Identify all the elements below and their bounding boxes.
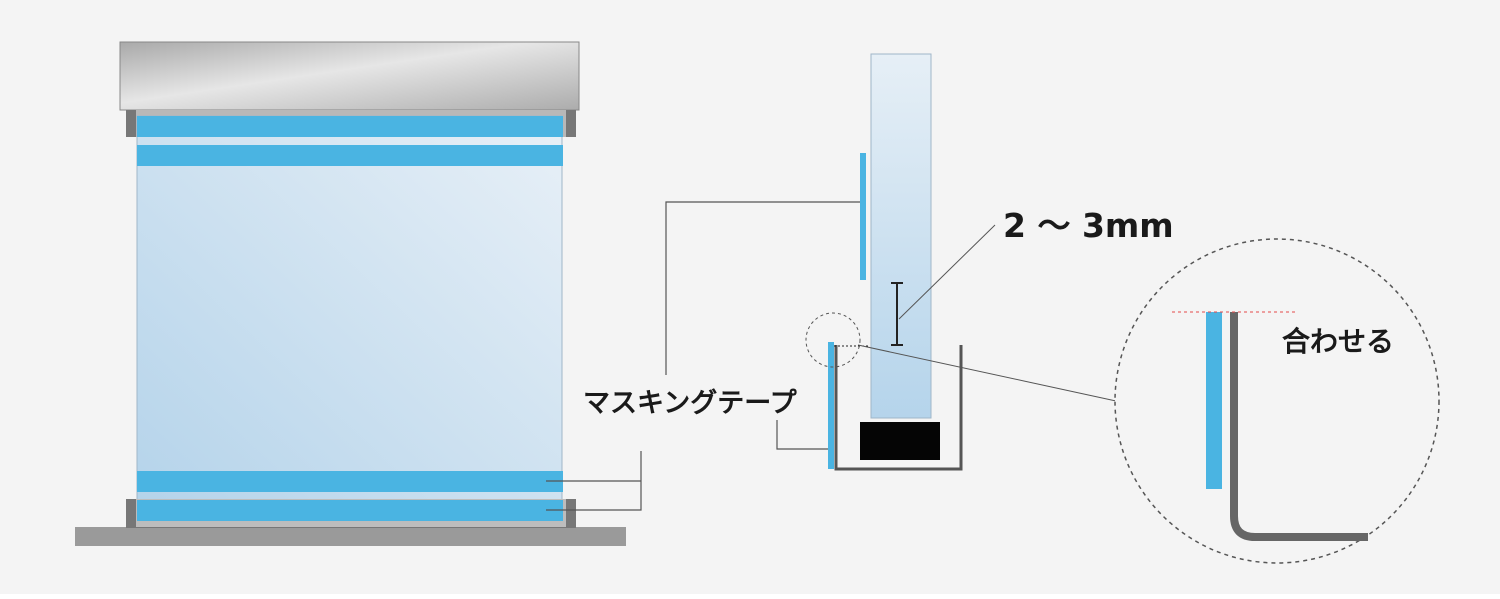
channel-detail [1230, 312, 1368, 541]
detail-view [1114, 238, 1440, 564]
base-plate [75, 527, 626, 546]
channel-profile [834, 345, 963, 471]
front-view [75, 41, 642, 546]
detail-circle-large [1114, 238, 1440, 564]
detail-circle-small [805, 312, 861, 368]
gap-label: 2 〜 3mm [1003, 206, 1174, 245]
gap-dimension-marker [891, 282, 903, 346]
leader-bottom-tape-2 [546, 451, 642, 511]
glass-panel-front [136, 115, 563, 513]
leader-upper-tape [665, 201, 860, 375]
side-view [665, 53, 1117, 471]
glass-panel-side [870, 53, 932, 419]
top-rail [119, 41, 580, 111]
gap-leader [898, 224, 996, 320]
leader-lower-tape [776, 420, 828, 450]
detail-connector [857, 344, 1117, 402]
tape-top-2 [137, 145, 563, 166]
tape-bottom-1 [137, 471, 563, 492]
align-label: 合わせる [1282, 325, 1394, 358]
tape-side-upper [860, 153, 866, 280]
masking-tape-label: マスキングテープ [583, 387, 798, 419]
tape-detail [1206, 312, 1222, 489]
tape-side-lower [828, 342, 834, 469]
tape-bottom-2 [137, 500, 563, 521]
setting-block [860, 422, 940, 460]
tape-top-1 [137, 116, 563, 137]
